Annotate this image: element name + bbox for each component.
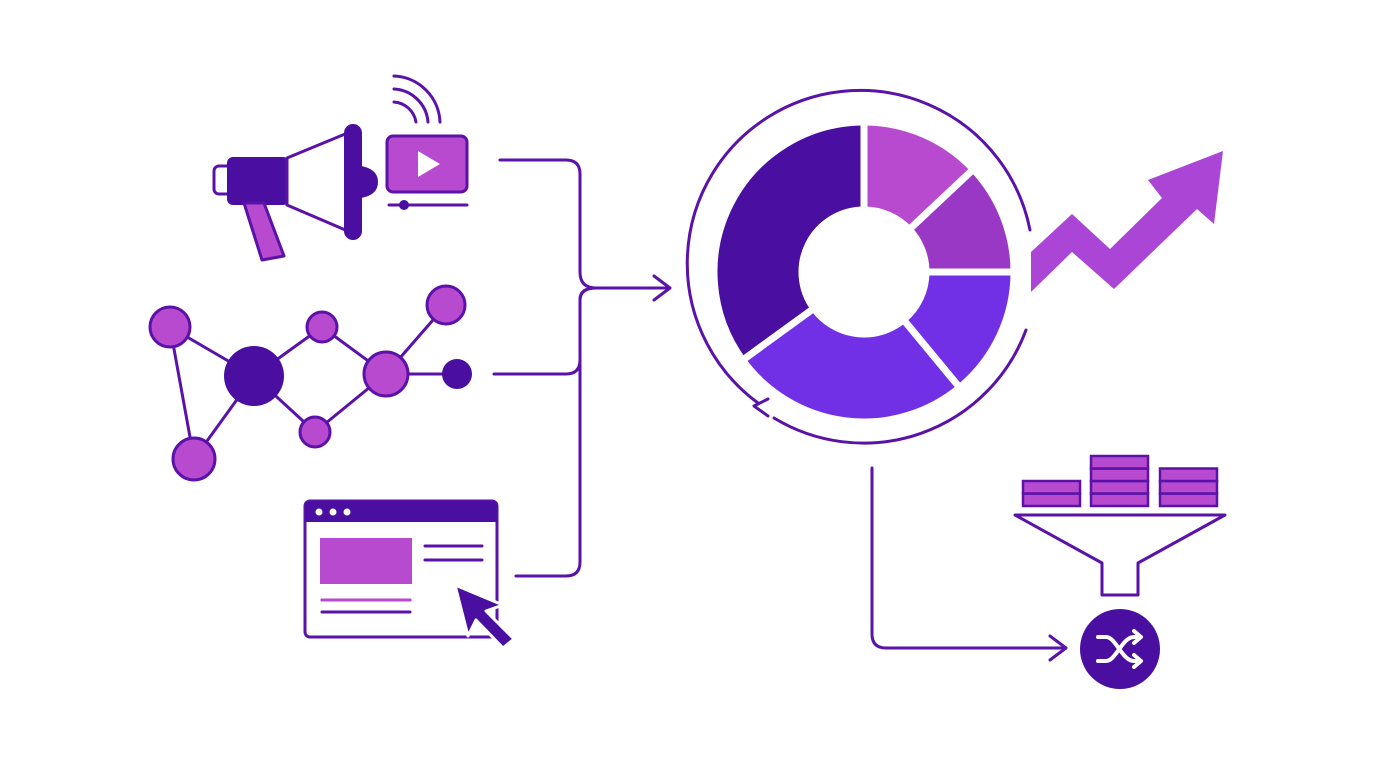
signal-waves-icon	[392, 74, 442, 124]
data-block	[1021, 492, 1082, 508]
video-play-icon	[385, 134, 469, 210]
source-connectors	[492, 158, 672, 578]
data-block	[1158, 467, 1219, 483]
network-node	[148, 305, 192, 349]
data-stack	[1021, 479, 1082, 508]
network-node	[224, 346, 284, 406]
data-block	[1021, 479, 1082, 495]
donut-segment	[860, 118, 977, 234]
mouse-cursor-icon	[453, 583, 516, 650]
data-block	[1089, 479, 1150, 495]
donut-chart-icon	[710, 118, 1018, 426]
connector-top	[498, 158, 598, 290]
shuffle-icon	[1080, 609, 1160, 689]
data-block	[1089, 467, 1150, 483]
network-node	[305, 310, 339, 344]
data-block	[1158, 492, 1219, 508]
data-stacks	[1021, 454, 1219, 508]
output-connector	[870, 466, 1068, 662]
trend-up-arrow-icon	[1031, 151, 1223, 292]
data-block	[1089, 492, 1150, 508]
megaphone-icon	[212, 124, 378, 262]
connector-bottom	[514, 286, 598, 578]
funnel-icon	[1013, 513, 1227, 597]
network-node	[425, 284, 467, 326]
cycle-arrow-icon	[685, 88, 1032, 445]
data-block	[1089, 454, 1150, 470]
donut-segment	[710, 118, 868, 364]
network-node	[171, 436, 217, 482]
network-node	[298, 415, 332, 449]
donut-segment	[739, 304, 964, 426]
network-node	[442, 359, 472, 389]
network-graph-icon	[148, 284, 472, 482]
data-block	[1158, 479, 1219, 495]
data-stack	[1089, 454, 1150, 508]
data-stack	[1158, 467, 1219, 508]
browser-window-icon	[303, 499, 499, 639]
connector-merge-arrowhead	[652, 274, 672, 302]
network-node	[362, 350, 410, 398]
